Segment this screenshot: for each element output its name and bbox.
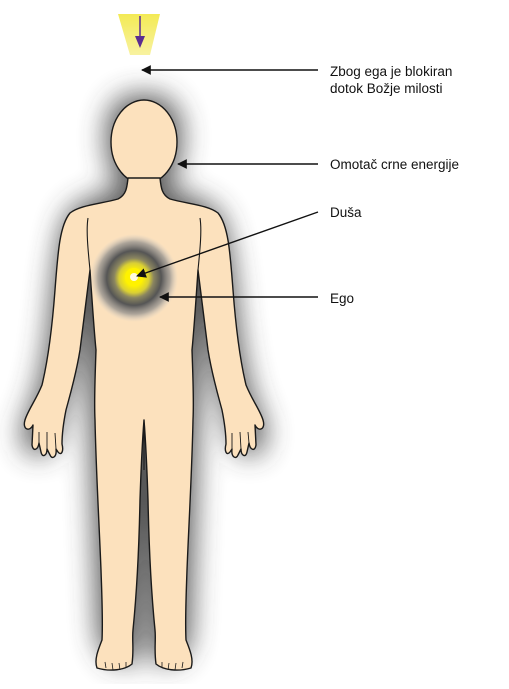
blocked-grace-label: Zbog ega je blokiran dotok Božje milosti <box>330 63 452 97</box>
black-shell-label: Omotač crne energije <box>330 156 459 173</box>
human-body <box>24 100 263 670</box>
blocked-grace-label-line1: Zbog ega je blokiran <box>330 63 452 80</box>
ego-label: Ego <box>330 290 354 307</box>
grace-beam <box>118 14 160 55</box>
soul-core <box>130 273 138 281</box>
soul-label: Duša <box>330 204 362 221</box>
blocked-grace-label-line2: dotok Božje milosti <box>330 80 452 97</box>
head <box>111 100 177 184</box>
